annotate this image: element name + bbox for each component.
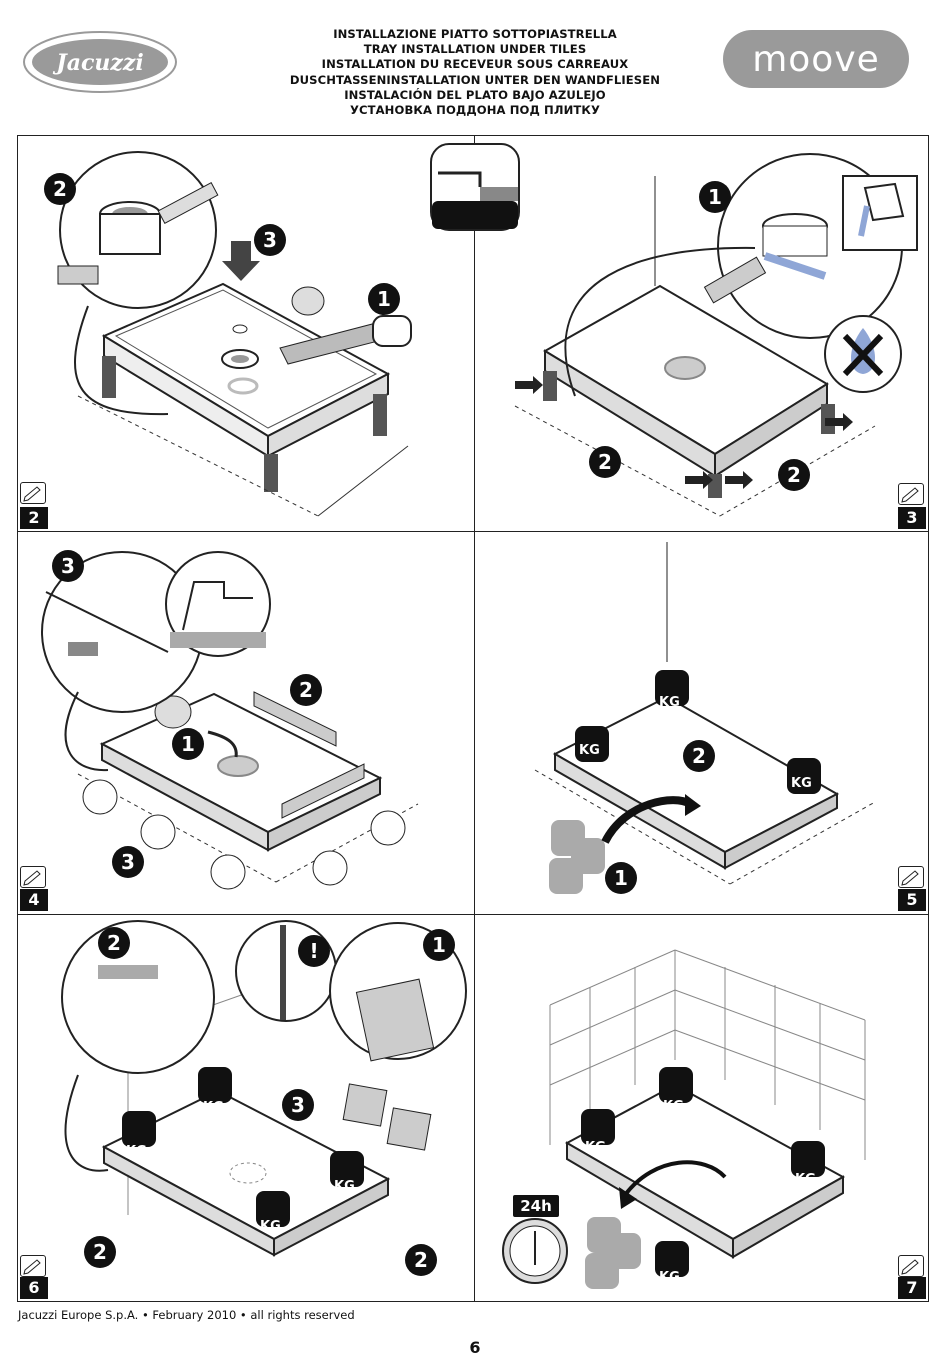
grid-divider-row2 xyxy=(17,914,929,915)
tray-weights-illustration xyxy=(534,542,876,894)
product-brand-badge: moove xyxy=(723,30,909,88)
pencil-icon xyxy=(20,1255,46,1277)
pencil-icon xyxy=(898,1255,924,1277)
weight-label: KG xyxy=(795,1172,816,1187)
cure-time-label: 24h xyxy=(513,1195,559,1217)
page-number: 6 xyxy=(469,1338,481,1357)
weight-label: KG xyxy=(659,1270,680,1285)
weight-label: KG xyxy=(659,695,680,710)
panel-step-2: 2 3 1 2 xyxy=(18,136,474,531)
svg-text:Jacuzzi: Jacuzzi xyxy=(52,50,143,76)
callout-2: 2 xyxy=(290,674,322,706)
panel-step-3: 1 2 2 3 xyxy=(475,136,928,531)
callout-1: 1 xyxy=(605,862,637,894)
jacuzzi-logo: Jacuzzi xyxy=(23,31,177,93)
callout-2: 2 xyxy=(683,740,715,772)
weight-label: KG xyxy=(126,1144,147,1159)
tray-frame-illustration xyxy=(41,551,419,890)
callout-1: 1 xyxy=(699,181,731,213)
callout-2-bottom-left: 2 xyxy=(84,1236,116,1268)
callout-2-left: 2 xyxy=(589,446,621,478)
instruction-grid xyxy=(17,135,929,1302)
title-en: TRAY INSTALLATION UNDER TILES xyxy=(363,42,587,57)
weight-label: KG xyxy=(203,1100,224,1115)
step-number: 5 xyxy=(898,889,926,911)
grid-divider-row1 xyxy=(17,531,929,532)
title-fr: INSTALLATION DU RECEVEUR SOUS CARREAUX xyxy=(321,57,629,72)
step-number: 6 xyxy=(20,1277,48,1299)
callout-2-top: 2 xyxy=(98,927,130,959)
weight-label: KG xyxy=(334,1179,355,1194)
pencil-icon xyxy=(898,866,924,888)
step-number: 3 xyxy=(898,507,926,529)
tray-leveling-illustration xyxy=(514,153,918,517)
tile-installation-illustration xyxy=(61,920,467,1257)
panel-step-6: KG KG KG KG 2 ! 1 3 2 2 6 xyxy=(18,915,474,1301)
step-number: 2 xyxy=(20,507,48,529)
callout-1: 1 xyxy=(368,283,400,315)
title-es: INSTALACIÓN DEL PLATO BAJO AZULEJO xyxy=(344,87,606,102)
callout-2-bottom-right: 2 xyxy=(405,1244,437,1276)
grid-divider-vertical xyxy=(474,135,475,1302)
callout-2: 2 xyxy=(44,173,76,205)
step-number: 4 xyxy=(20,889,48,911)
title-ru: УСТАНОВКА ПОДДОНА ПОД ПЛИТКУ xyxy=(349,103,601,118)
weight-label: KG xyxy=(260,1219,281,1234)
title-it: INSTALLAZIONE PIATTO SOTTOPIASTRELLA xyxy=(333,27,617,41)
panel-step-7: KG KG KG KG 7 xyxy=(475,915,928,1301)
panel-step-5: KG KG KG 2 1 5 xyxy=(475,532,928,914)
callout-3-top: 3 xyxy=(52,550,84,582)
page-title-block: INSTALLAZIONE PIATTO SOTTOPIASTRELLA TRA… xyxy=(250,27,700,118)
weight-label: KG xyxy=(791,776,812,791)
callout-1: 1 xyxy=(172,728,204,760)
callout-1: 1 xyxy=(423,929,455,961)
callout-3-bottom: 3 xyxy=(112,846,144,878)
weight-label: KG xyxy=(579,743,600,758)
title-de: DUSCHTASSENINSTALLATION UNTER DEN WANDFL… xyxy=(289,72,661,87)
callout-2-right: 2 xyxy=(778,459,810,491)
cure-24h-illustration xyxy=(502,949,866,1289)
level-sign-icon xyxy=(430,143,520,231)
tray-drain-illustration xyxy=(57,151,412,517)
callout-3: 3 xyxy=(282,1089,314,1121)
pencil-icon xyxy=(20,482,46,504)
copyright-text: Jacuzzi Europe S.p.A. • February 2010 • … xyxy=(18,1308,355,1322)
weight-label: KG xyxy=(663,1099,684,1114)
callout-3: 3 xyxy=(254,224,286,256)
callout-warning: ! xyxy=(298,935,330,967)
panel-step-4: 3 2 1 3 4 xyxy=(18,532,474,914)
pencil-icon xyxy=(898,483,924,505)
weight-label: KG xyxy=(585,1140,606,1155)
pencil-icon xyxy=(20,866,46,888)
step-number: 7 xyxy=(898,1277,926,1299)
